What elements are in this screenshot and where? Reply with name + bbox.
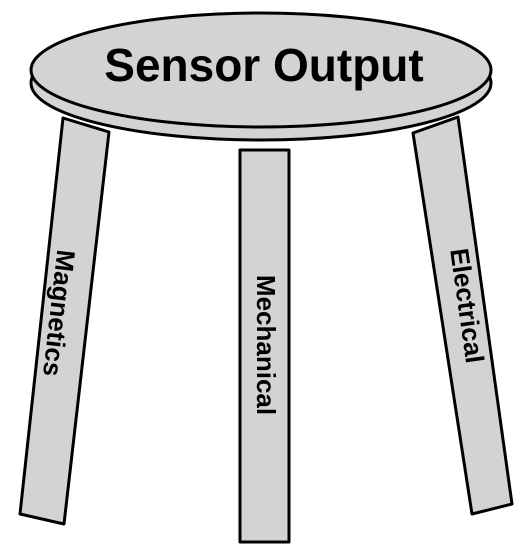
leg-magnetics-shape bbox=[18, 116, 111, 526]
seat-label: Sensor Output bbox=[104, 39, 423, 91]
leg-mechanical-shape bbox=[238, 148, 291, 544]
leg-mechanical: Mechanical bbox=[238, 148, 291, 544]
leg-electrical-shape bbox=[411, 115, 514, 516]
seat-top bbox=[29, 11, 493, 129]
leg-electrical: Electrical bbox=[411, 115, 514, 516]
leg-mechanical-label: Mechanical bbox=[251, 275, 281, 415]
leg-magnetics: Magnetics bbox=[18, 116, 111, 526]
